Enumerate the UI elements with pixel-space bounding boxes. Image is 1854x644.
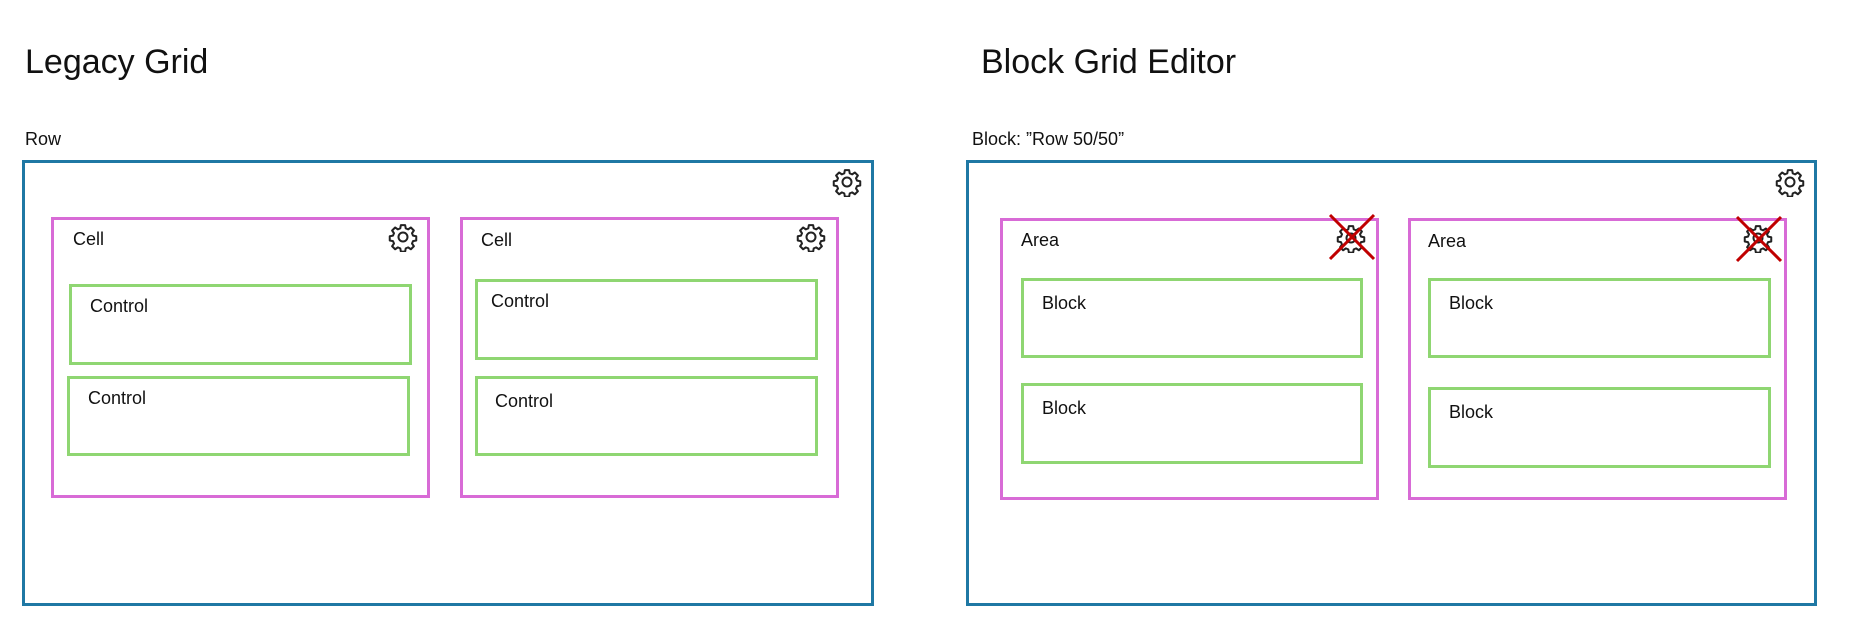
block-row-label: Block: ”Row 50/50” [972,129,1125,149]
legacy-control-label: Control [491,291,550,311]
cross-icon [1735,215,1783,263]
block-area [1408,218,1787,500]
legacy-control-label: Control [495,391,554,411]
legacy-row-label: Row [25,129,62,149]
gear-icon [1336,223,1366,253]
legacy-cell [51,217,430,498]
block-item-label: Block [1449,293,1494,313]
block-item [1021,383,1363,464]
block-item-label: Block [1449,402,1494,422]
legacy-row [22,160,874,606]
block-item [1021,278,1363,358]
block-item-label: Block [1042,398,1087,418]
legacy-cell-label: Cell [481,230,513,250]
legacy-grid-title: Legacy Grid [25,43,209,81]
block-area-label: Area [1428,231,1467,251]
gear-icon [1743,223,1773,253]
legacy-control-label: Control [88,388,147,408]
block-item [1428,387,1771,468]
block-item-label: Block [1042,293,1087,313]
gear-icon[interactable] [796,222,826,252]
legacy-control [475,376,818,456]
block-area [1000,218,1379,500]
block-row [966,160,1817,606]
legacy-control [69,284,412,365]
block-item [1428,278,1771,358]
cross-icon [1328,213,1376,261]
legacy-control [475,279,818,360]
block-grid-title: Block Grid Editor [981,43,1237,81]
gear-icon[interactable] [832,167,862,197]
block-area-label: Area [1021,230,1060,250]
legacy-control-label: Control [90,296,149,316]
legacy-cell [460,217,839,498]
legacy-cell-label: Cell [73,229,105,249]
gear-icon[interactable] [388,222,418,252]
legacy-control [67,376,410,456]
gear-icon[interactable] [1775,167,1805,197]
